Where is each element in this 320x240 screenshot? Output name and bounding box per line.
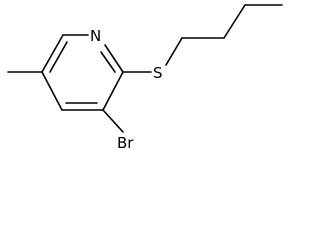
- bond-butyl-c2-c3: [223, 4, 246, 39]
- bond-c2-c3: [102, 71, 124, 111]
- bond-c3-bromine: [102, 109, 124, 133]
- bond-lines: [7, 4, 283, 133]
- bromine-label: Br: [117, 134, 134, 151]
- bond-c5-c6-double-outer: [41, 34, 64, 73]
- bond-sulfur-c1-butyl: [165, 37, 183, 66]
- molecule-structure-diagram: N S Br: [7, 4, 283, 151]
- bond-n1-c2-double-inner: [100, 51, 116, 73]
- bond-c4-c5: [41, 71, 63, 111]
- bond-n1-c2: [104, 44, 124, 73]
- sulfur-label: S: [153, 64, 163, 82]
- bond-c5-c6-double-inner: [49, 41, 68, 73]
- nitrogen-label: N: [90, 27, 101, 45]
- atom-labels: N S Br: [90, 27, 163, 151]
